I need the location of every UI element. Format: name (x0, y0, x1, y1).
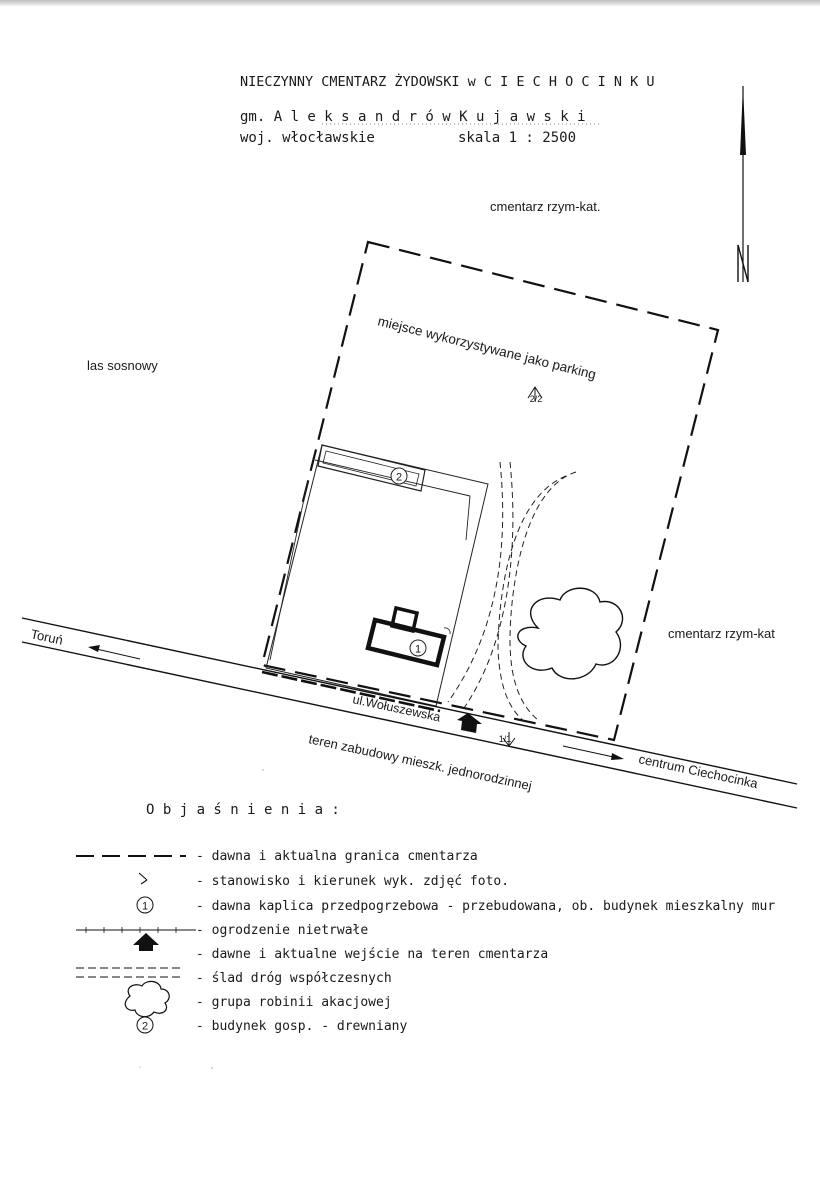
scan-speck (262, 769, 264, 771)
cemetery-boundary (260, 240, 720, 742)
building-2: 2 (317, 444, 426, 492)
scan-speck (211, 1067, 213, 1069)
arrow-to-centrum-icon (562, 745, 624, 760)
street-fence-segment (261, 670, 441, 713)
legend-title: O b j a ś n i e n i a : (146, 802, 340, 818)
street-south-edge (21, 641, 798, 809)
label-parking: miejsce wykorzystywane jako parking (376, 313, 597, 382)
legend-item-2-text: - stanowisko i kierunek wyk. zdjęć foto. (196, 874, 509, 889)
legend-circled-2-number: 2 (142, 1021, 148, 1033)
legend-item-3-text: - dawna kaplica przedpogrzebowa - przebu… (196, 899, 775, 914)
map-scale: skala 1 : 2500 (458, 130, 576, 146)
label-centrum: centrum Ciechocinka (637, 751, 760, 791)
photo-point-1: 1/1 (499, 732, 516, 747)
legend-item-7-text: - grupa robinii akacjowej (196, 995, 392, 1010)
inner-enclosure-left-line (269, 479, 309, 661)
inner-enclosure-side-line (465, 495, 471, 541)
map-gmina: gm. A l e k s a n d r ó w K u j a w s k … (240, 109, 586, 125)
entrance-arrow-icon (457, 713, 482, 733)
arrow-to-torun-icon (88, 645, 141, 660)
robinia-tree-group-icon (517, 587, 624, 680)
legend-fence-line-icon (76, 927, 196, 933)
legend-item-1-text: - dawna i aktualna granica cmentarza (196, 849, 478, 864)
label-las-sosnowy: las sosnowy (87, 358, 158, 373)
map-wojewodztwo: woj. włocławskie (240, 130, 375, 146)
photo-point-2: 2/2 (527, 386, 543, 404)
legend-entrance-arrow-icon (133, 933, 159, 951)
photo-point-2-label: 2/2 (530, 394, 543, 404)
legend-item-8-text: - budynek gosp. - drewniany (196, 1019, 407, 1034)
legend-photo-arrow-icon (138, 872, 148, 885)
inner-enclosure (265, 444, 489, 707)
legend-circled-1-number: 1 (142, 901, 148, 913)
legend-road-trace-icon (76, 967, 184, 978)
chapel-1-number: 1 (415, 644, 421, 656)
chapel-1: 1 (365, 605, 447, 668)
street-north-edge (21, 617, 798, 785)
label-torun: Toruń (29, 626, 64, 647)
legend-circled-2-icon: 2 (136, 1016, 154, 1034)
photo-point-1-label: 1/1 (499, 734, 512, 744)
legend-item-4-text: - ogrodzenie nietrwałe (196, 923, 368, 938)
scan-top-edge (0, 0, 820, 6)
legend-circled-1-icon: 1 (136, 896, 154, 914)
label-cemetery-north: cmentarz rzym-kat. (490, 199, 601, 214)
road-traces (447, 461, 577, 723)
legend-tree-cloud-icon (124, 980, 170, 1018)
north-arrow-icon (737, 86, 749, 283)
label-cemetery-east: cmentarz rzym-kat (668, 626, 775, 641)
legend-item-5-text: - dawne i aktualne wejście na teren cmen… (196, 947, 548, 962)
building-2-number: 2 (396, 472, 402, 484)
map-title: NIECZYNNY CMENTARZ ŻYDOWSKI w C I E C H … (240, 72, 655, 90)
scan-speck (139, 1066, 141, 1068)
gate-swing-mark (443, 627, 451, 635)
legend-item-6-text: - ślad dróg współczesnych (196, 971, 392, 986)
